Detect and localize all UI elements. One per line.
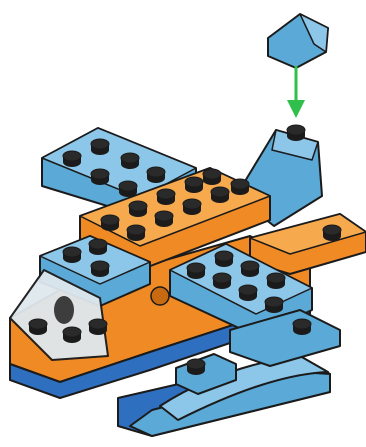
- new-slope-brick: [268, 14, 328, 68]
- placement-arrow-icon: [287, 66, 305, 118]
